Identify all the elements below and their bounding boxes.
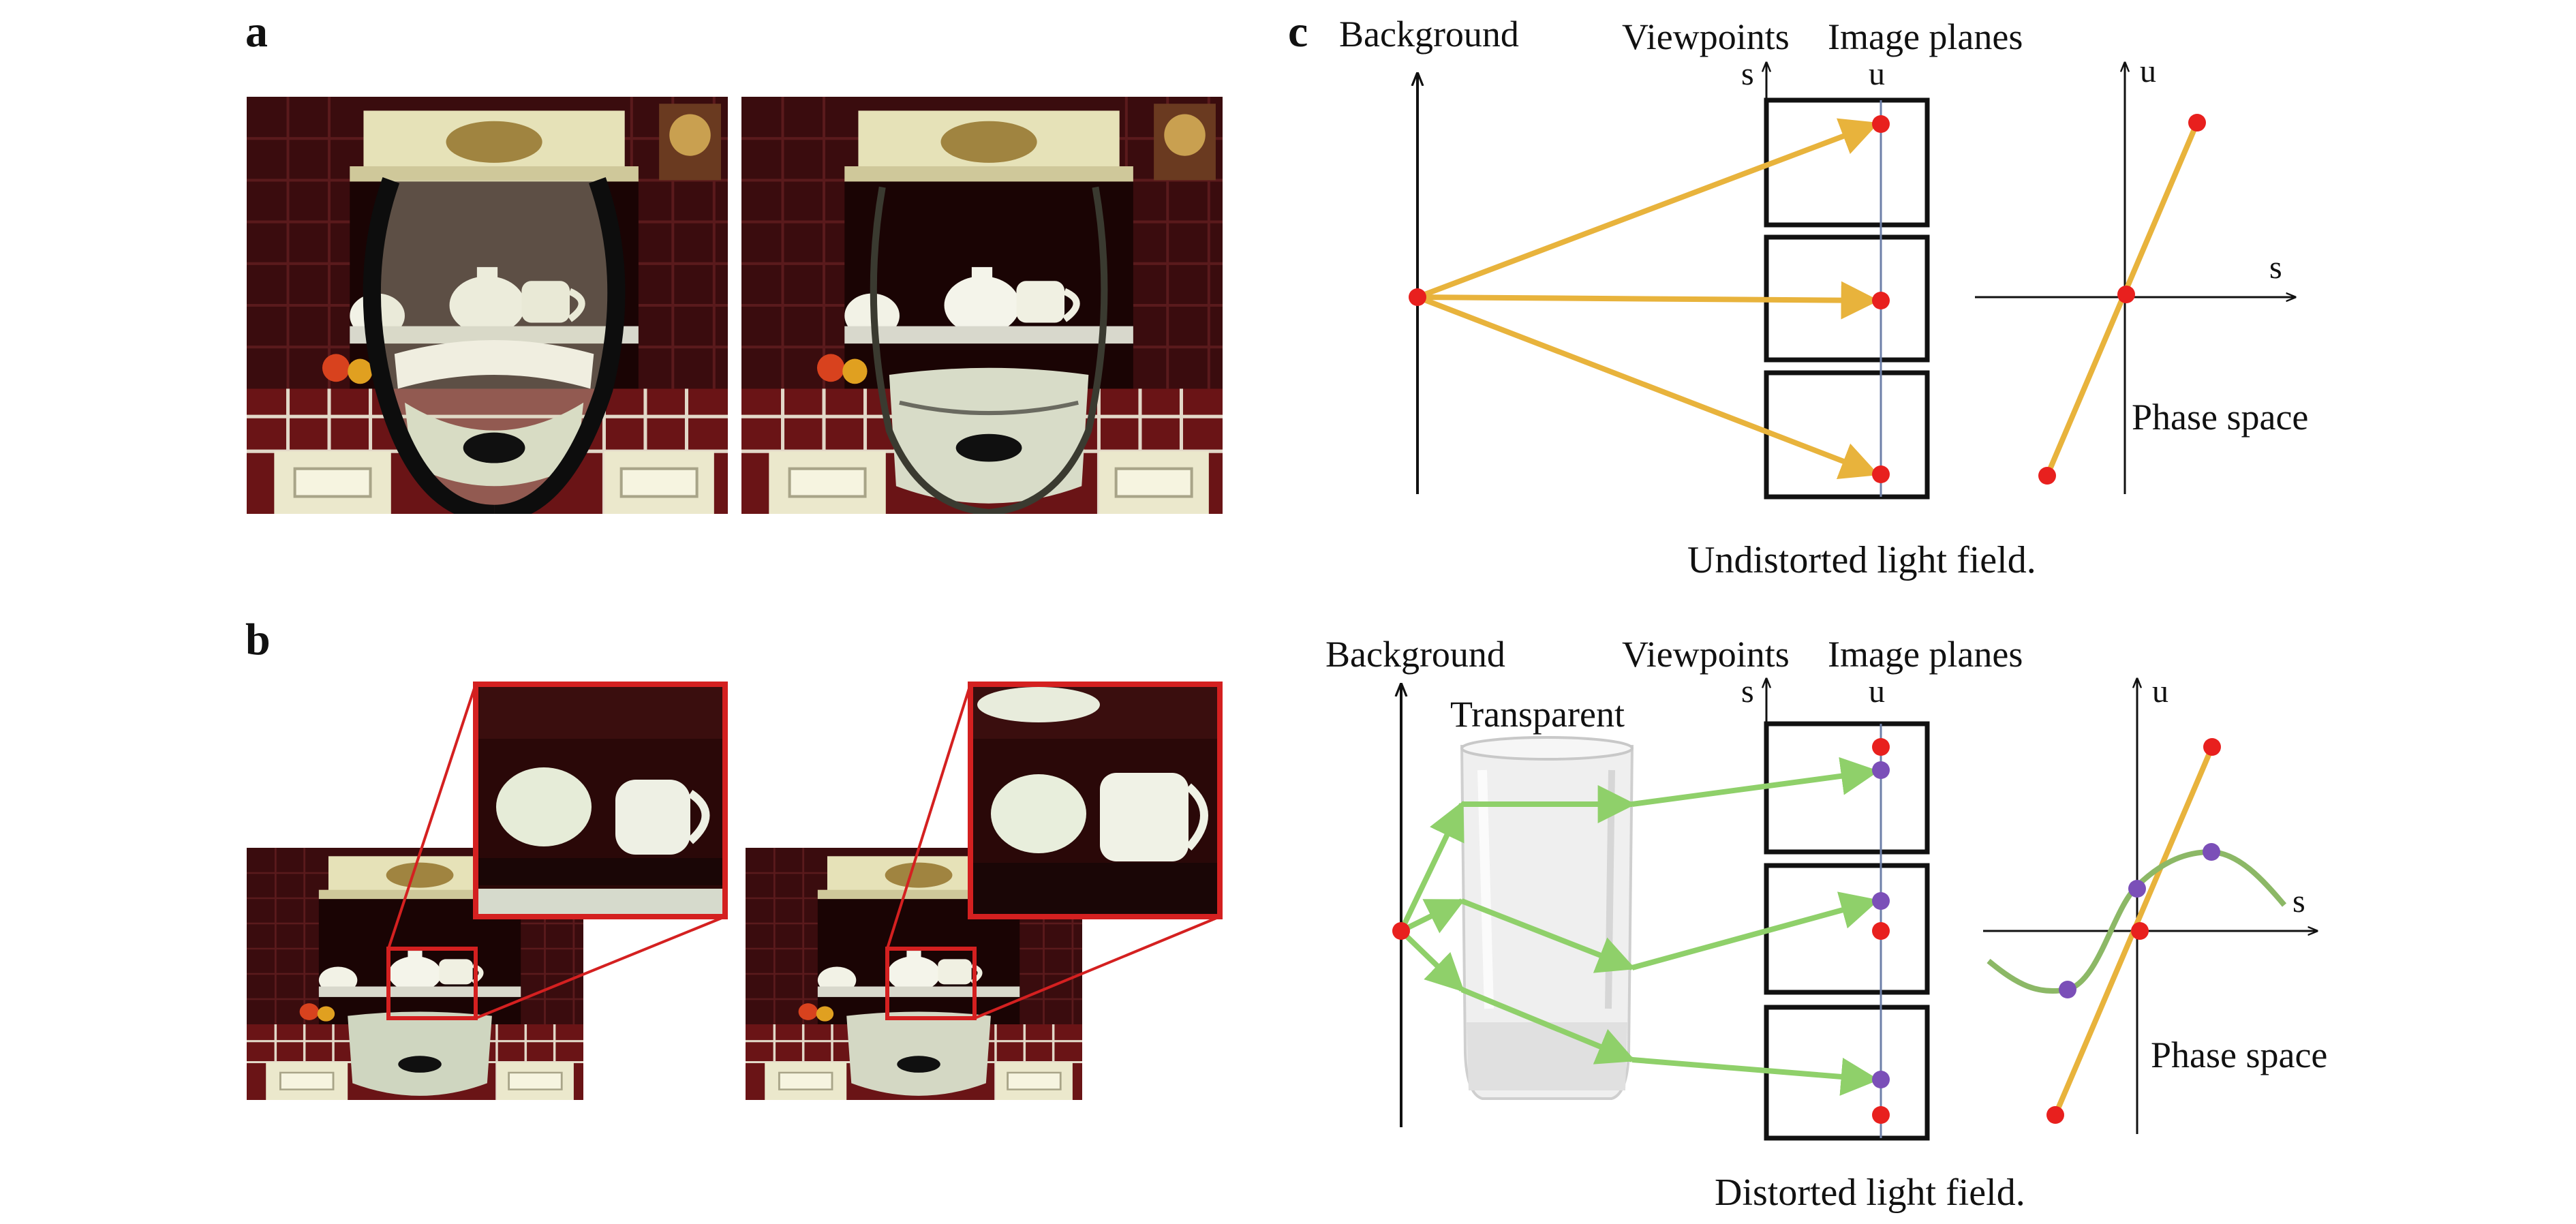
photo-b-left: [247, 848, 583, 1100]
distorted-image-point: [1872, 1071, 1890, 1088]
inset-frame-small-right: [885, 947, 977, 1020]
inset-frame-zoom-left: [473, 682, 728, 919]
phase-point: [2117, 286, 2135, 303]
inset-frame-small-left: [386, 947, 478, 1020]
light-ray: [1631, 1057, 1880, 1096]
phase-s-label: s: [2269, 249, 2282, 286]
transparent-label-line1: Transparent: [1450, 694, 1625, 735]
source-point: [1409, 288, 1426, 306]
phase-u-label: u: [2140, 53, 2156, 89]
image-plane-box: [1764, 370, 1930, 500]
panel-label-b: b: [245, 615, 271, 664]
zoom-line: [475, 915, 726, 1020]
zoom-inset-b-right: [970, 684, 1220, 917]
u-axis-label: u: [1869, 673, 1885, 709]
caption-distorted: Distorted light field.: [1715, 1172, 2025, 1214]
viewpoints-label: Viewpoints: [1622, 16, 1790, 57]
phase-space-label: Phase space: [2151, 1035, 2327, 1075]
image-point: [1872, 292, 1890, 309]
image-plane-box: [1764, 863, 1930, 995]
image-plane-box: [1764, 97, 1930, 228]
zoom-line: [886, 684, 972, 949]
light-ray: [1417, 281, 1880, 320]
background-label: Background: [1339, 14, 1519, 55]
image-point: [1872, 465, 1890, 483]
image-point: [1872, 1106, 1890, 1124]
light-ray: [1460, 898, 1636, 973]
image-planes-label: Image planes: [1828, 16, 2023, 57]
image-point: [1872, 115, 1890, 133]
light-ray: [1631, 756, 1880, 807]
distorted-diagram: Background Viewpoints Image planes s u T…: [1325, 634, 2327, 1214]
light-ray: [1460, 987, 1636, 1065]
phase-point: [2203, 738, 2221, 756]
s-axis-label: s: [1741, 673, 1754, 709]
distorted-image-point: [1872, 892, 1890, 910]
phase-point: [2188, 114, 2206, 132]
panel-label-a: a: [245, 7, 268, 57]
distorted-phase-point: [2203, 843, 2220, 861]
background-label: Background: [1325, 634, 1505, 675]
source-point: [1392, 922, 1410, 940]
image-planes-label: Image planes: [1828, 634, 2023, 675]
panel-label-c: c: [1288, 7, 1308, 57]
phase-space-label: Phase space: [2132, 397, 2308, 438]
distorted-phase-point: [2059, 981, 2076, 998]
phase-point: [2046, 1106, 2064, 1124]
phase-s-label: s: [2293, 883, 2305, 919]
inset-frame-zoom-right: [968, 682, 1223, 919]
light-ray: [1416, 118, 1880, 300]
glass-tumbler-icon: [1460, 736, 1634, 1100]
image-point: [1872, 738, 1890, 756]
u-axis-label: u: [1869, 56, 1885, 92]
light-ray: [1416, 294, 1880, 480]
image-point: [1872, 922, 1890, 940]
zoom-line: [387, 684, 477, 949]
phase-point: [2131, 922, 2149, 940]
caption-undistorted: Undistorted light field.: [1687, 539, 2036, 581]
phase-u-label: u: [2152, 673, 2168, 709]
photo-b-right: [746, 848, 1082, 1100]
photo-a-left: [247, 97, 728, 514]
light-ray: [1400, 898, 1466, 934]
light-ray: [1631, 891, 1880, 970]
zoom-line: [974, 915, 1221, 1020]
distorted-phase-point: [2128, 880, 2146, 898]
photo-a-right: [741, 97, 1223, 514]
phase-point: [2038, 467, 2056, 485]
image-plane-box: [1764, 721, 1930, 855]
light-ray: [1398, 800, 1465, 932]
viewpoints-label: Viewpoints: [1622, 634, 1790, 675]
light-ray: [1399, 929, 1465, 992]
distorted-image-point: [1872, 761, 1890, 779]
zoom-inset-b-left: [476, 684, 725, 917]
s-axis-label: s: [1741, 56, 1754, 92]
undistorted-diagram: Background Viewpoints Image planes s u u…: [1339, 14, 2308, 581]
